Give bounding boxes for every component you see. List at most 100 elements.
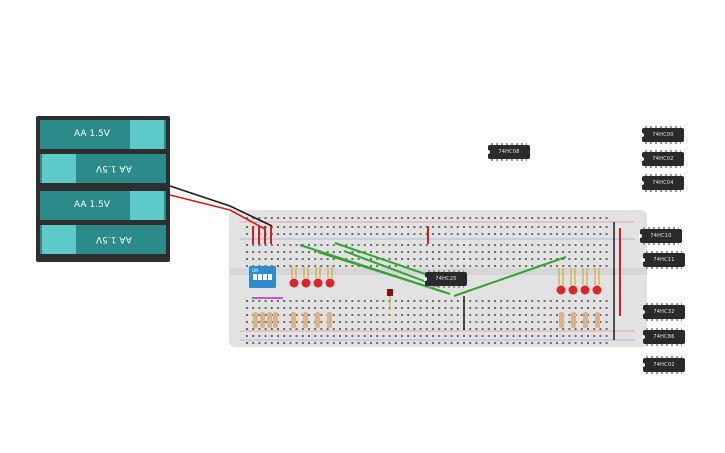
resistors[interactable]	[253, 312, 600, 328]
breadboard-hole	[407, 233, 410, 235]
breadboard-hole	[407, 258, 410, 260]
breadboard-hole	[314, 233, 317, 235]
breadboard-hole	[506, 244, 509, 246]
chip-74hc11[interactable]: 74HC11	[642, 251, 685, 269]
breadboard-hole	[444, 342, 447, 344]
breadboard-hole	[605, 265, 608, 267]
breadboard-hole	[388, 251, 391, 253]
breadboard-hole	[487, 307, 490, 309]
battery-pack[interactable]	[36, 116, 170, 262]
breadboard-hole	[413, 258, 416, 260]
breadboard-hole	[345, 258, 348, 260]
breadboard-hole	[376, 307, 379, 309]
breadboard-hole	[549, 321, 552, 323]
breadboard-hole	[531, 328, 534, 330]
output-led[interactable]	[387, 289, 393, 310]
breadboard-hole	[252, 258, 255, 260]
breadboard-hole	[363, 335, 366, 337]
chip-label: 74HC02	[652, 156, 674, 162]
chip-74hc04[interactable]: 74HC04	[641, 174, 684, 192]
breadboard-hole	[326, 342, 329, 344]
chip-74hc32[interactable]: 74HC32	[642, 303, 685, 321]
breadboard-hole	[382, 244, 385, 246]
breadboard-hole	[425, 226, 428, 228]
breadboard-hole	[574, 300, 577, 302]
breadboard-hole	[500, 258, 503, 260]
input-leds[interactable]	[289, 266, 335, 288]
breadboard-hole	[283, 328, 286, 330]
breadboard-hole	[425, 328, 428, 330]
breadboard-hole	[345, 244, 348, 246]
breadboard-hole	[456, 342, 459, 344]
breadboard-hole	[320, 258, 323, 260]
breadboard-hole	[481, 314, 484, 316]
breadboard-hole	[512, 342, 515, 344]
breadboard-hole	[314, 328, 317, 330]
breadboard-hole	[549, 328, 552, 330]
breadboard-hole	[332, 265, 335, 267]
breadboard-hole	[456, 233, 459, 235]
breadboard-hole	[419, 226, 422, 228]
breadboard-hole	[469, 307, 472, 309]
breadboard-hole	[270, 300, 273, 302]
breadboard-hole	[289, 328, 292, 330]
breadboard-hole	[432, 217, 434, 219]
breadboard-chip-74hc20[interactable]: 74HC20	[424, 270, 467, 288]
breadboard-hole	[357, 300, 360, 302]
breadboard-hole	[289, 244, 292, 246]
breadboard-hole	[438, 244, 441, 246]
breadboard-hole	[419, 314, 422, 316]
breadboard-hole	[394, 251, 397, 253]
chip-74hc02[interactable]: 74HC02	[641, 150, 684, 168]
dip-switch[interactable]	[249, 266, 276, 288]
chip-label: 74HC86	[653, 334, 675, 340]
breadboard-hole	[593, 244, 596, 246]
breadboard-hole	[326, 233, 329, 235]
chip-74hc02-b[interactable]: 74HC02	[642, 356, 685, 374]
battery-wires	[169, 185, 273, 230]
chip-notch-icon	[642, 258, 645, 262]
breadboard-hole	[562, 300, 565, 302]
chip-74hc08[interactable]: 74HC08	[487, 143, 530, 161]
breadboard-hole	[450, 251, 453, 253]
breadboard-hole	[370, 265, 372, 267]
breadboard-hole	[574, 258, 577, 260]
chip-74hc10[interactable]: 74HC10	[639, 227, 682, 245]
breadboard-hole	[246, 251, 248, 253]
breadboard-hole	[270, 307, 273, 309]
breadboard-hole	[345, 342, 348, 344]
breadboard-hole	[394, 300, 397, 302]
breadboard-hole	[568, 265, 571, 267]
breadboard-hole	[438, 233, 441, 235]
chip-74hc86[interactable]: 74HC86	[642, 328, 685, 346]
output-leds[interactable]	[556, 268, 602, 295]
breadboard-hole	[444, 300, 447, 302]
breadboard-hole	[425, 258, 428, 260]
breadboard-hole	[357, 244, 360, 246]
breadboard-hole	[351, 265, 354, 267]
breadboard-hole	[593, 314, 596, 316]
breadboard-hole	[295, 265, 298, 267]
breadboard-hole	[574, 226, 577, 228]
breadboard-hole	[332, 307, 335, 309]
breadboard-hole	[308, 258, 310, 260]
chip-74hc00[interactable]: 74HC00	[641, 126, 684, 144]
breadboard-hole	[444, 328, 447, 330]
breadboard-hole	[320, 265, 323, 267]
chip-notch-icon	[641, 181, 644, 185]
breadboard-hole	[537, 217, 540, 219]
breadboard-hole	[332, 244, 335, 246]
breadboard-hole	[295, 328, 298, 330]
breadboard-hole	[556, 265, 558, 267]
breadboard-hole	[264, 244, 267, 246]
breadboard-hole	[543, 217, 546, 219]
breadboard-hole	[463, 226, 465, 228]
breadboard-hole	[543, 314, 546, 316]
breadboard-hole	[413, 335, 416, 337]
breadboard-hole	[314, 226, 317, 228]
breadboard-hole	[518, 233, 521, 235]
breadboard-hole	[580, 265, 583, 267]
breadboard-hole	[376, 321, 379, 323]
breadboard-hole	[494, 342, 496, 344]
